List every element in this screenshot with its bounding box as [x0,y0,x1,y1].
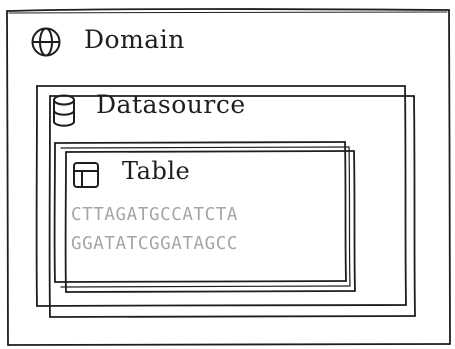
table-icon [73,162,99,188]
datasource-label: Datasource [96,90,246,119]
table-container [53,141,356,293]
domain-container [6,8,451,346]
datasource-container [35,84,416,318]
database-icon [53,94,75,127]
globe-icon [31,27,61,57]
table-label: Table [122,157,191,185]
table-sequence-row: CTTAGATGCCATCTA [71,205,239,225]
domain-label: Domain [84,25,185,54]
table-sequence-row: GGATATCGGATAGCC [71,234,239,254]
